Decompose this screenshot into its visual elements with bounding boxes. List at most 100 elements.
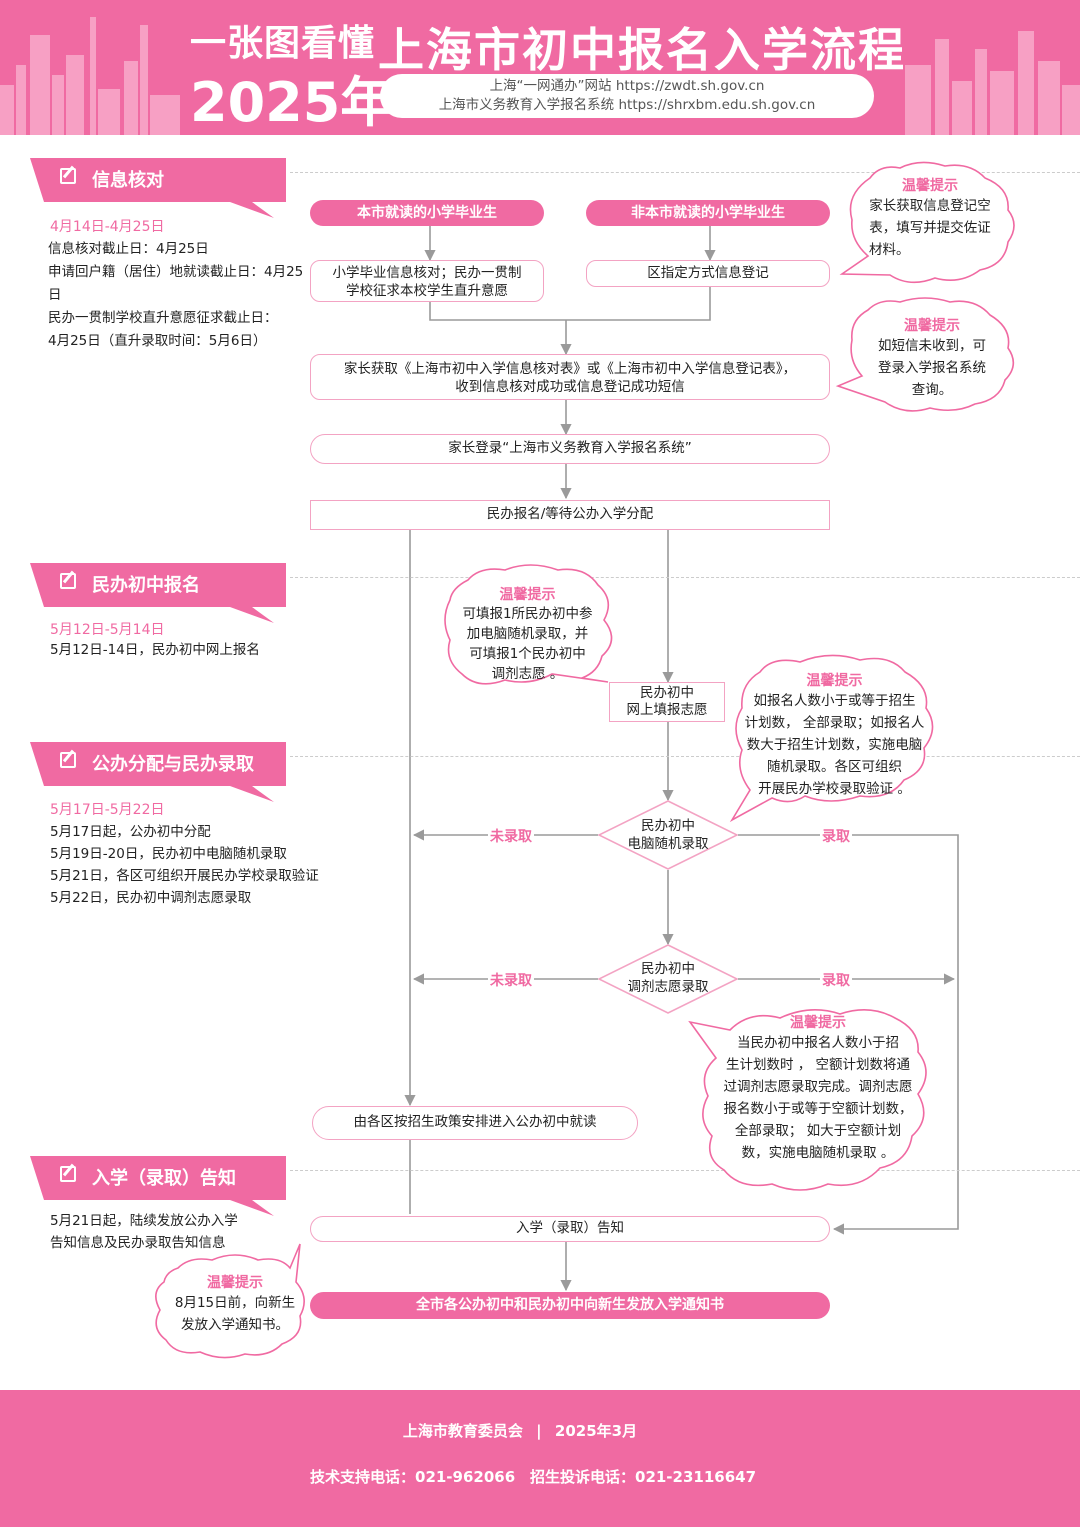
footer-date: 2025年3月 (554, 1422, 638, 1440)
note-line: 申请回户籍（居住）地就读截止日：4月25日 (48, 264, 304, 303)
tip-line: 数，实施电脑随机录取 。 (741, 1145, 895, 1161)
tip-line: 8月15日前，向新生 (174, 1295, 296, 1311)
footer-complaint-phone: 招生投诉电话：021-23116647 (530, 1468, 757, 1486)
label-admitted: 录取 (820, 970, 852, 990)
tab-shape (30, 563, 286, 623)
flow-adjust-diamond (598, 944, 738, 1014)
tip-title: 温馨提示 (207, 1275, 263, 1291)
flow-notice: 入学（录取）告知 (310, 1216, 830, 1242)
flow-adjust-label: 民办初中 调剂志愿录取 (598, 960, 738, 996)
flow-text-line: 民办初中 (641, 961, 695, 977)
tip-5: 温馨提示 当民办初中报名人数小于招 生计划数时 ， 空额计划数将通 过调剂志愿录… (712, 1012, 924, 1164)
header-banner: 一张图看懂 2025年 上海市初中报名入学流程 上海“一网通办”网站 https… (0, 0, 1080, 135)
tip-title: 温馨提示 (904, 318, 960, 334)
tip-line: 开展民办学校录取验证 。 (758, 781, 911, 797)
tip-6: 温馨提示 8月15日前，向新生 发放入学通知书。 (165, 1272, 305, 1336)
note-line: 5月17日起，公办初中分配 (50, 824, 211, 840)
section-date: 4月14日-4月25日 (50, 219, 165, 235)
tip-line: 登录入学报名系统 (878, 360, 986, 376)
tip-bubble-4 (729, 654, 934, 823)
note-line: 信息核对截止日：4月25日 (48, 241, 209, 257)
flow-text-line: 家长获取《上海市初中入学信息核对表》或《上海市初中入学信息登记表》， (343, 361, 797, 377)
tip-2: 温馨提示 如短信未收到，可 登录入学报名系统 查询。 (862, 315, 1002, 401)
note-line: 5月22日，民办初中调剂志愿录取 (50, 890, 252, 906)
section-tab-notice: 入学（录取）告知 (30, 1156, 286, 1216)
flow-info-verify: 小学毕业信息核对；民办一贯制 学校征求本校学生直升意愿 (310, 260, 544, 302)
section-title: 入学（录取）告知 (92, 1168, 236, 1189)
tip-bubble-1 (839, 161, 1015, 284)
note-line: 5月21日起，陆续发放公办入学 (50, 1213, 238, 1229)
footer: 上海市教育委员会 | 2025年3月 技术支持电话：021-962066 招生投… (0, 1390, 1080, 1527)
tip-line: 材料。 (869, 242, 910, 258)
url-zwdt[interactable]: 上海“一网通办”网站 https://zwdt.sh.gov.cn (489, 78, 765, 94)
footer-org: 上海市教育委员会 (402, 1422, 523, 1440)
note-line: 4月25日（直升录取时间：5月6日） (48, 333, 267, 349)
section-tab-private-enroll: 民办初中报名 (30, 563, 286, 623)
section-title: 公办分配与民办录取 (92, 754, 254, 775)
tip-title: 温馨提示 (790, 1015, 846, 1031)
edit-icon (60, 573, 76, 589)
tip-line: 查询。 (911, 382, 953, 398)
tip-line: 数大于招生计划数，实施电脑 (746, 737, 923, 753)
tip-line: 家长获取信息登记空 (869, 198, 991, 214)
section-notes: 5月12日-14日，民办初中网上报名 (50, 639, 310, 662)
edit-icon (60, 752, 76, 768)
footer-org-line: 上海市教育委员会 | 2025年3月 (0, 1420, 1040, 1441)
flow-parent-login: 家长登录“上海市义务教育入学报名系统” (310, 434, 830, 464)
section-divider (290, 172, 1080, 173)
tip-bubble-6 (155, 1243, 305, 1359)
footer-separator: | (536, 1422, 542, 1440)
label-not-admitted: 未录取 (488, 970, 534, 990)
flow-text-line: 网上填报志愿 (626, 702, 708, 718)
tip-title: 温馨提示 (902, 178, 958, 194)
section-divider (290, 577, 1080, 578)
section-notes: 5月21日起，陆续发放公办入学 告知信息及民办录取告知信息 (50, 1210, 300, 1254)
section-notes: 信息核对截止日：4月25日 申请回户籍（居住）地就读截止日：4月25日 民办一贯… (48, 238, 313, 353)
tip-1: 温馨提示 家长获取信息登记空 表，填写并提交佐证 材料。 (855, 175, 1005, 261)
tip-title: 温馨提示 (499, 587, 556, 603)
footer-tech-phone: 技术支持电话：021-962066 (310, 1468, 516, 1486)
flow-info-register: 区指定方式信息登记 (586, 260, 830, 287)
section-date: 5月12日-5月14日 (50, 622, 165, 638)
tip-line: 报名数小于或等于空额计划数， (723, 1101, 913, 1117)
page-title: 上海市初中报名入学流程 (378, 23, 906, 77)
flow-text-line: 民办初中 (641, 818, 695, 834)
tip-4: 温馨提示 如报名人数小于或等于招生 计划数， 全部录取；如报名人 数大于招生计划… (742, 670, 927, 800)
note-line: 告知信息及民办录取告知信息 (50, 1235, 226, 1251)
url-box: 上海“一网通办”网站 https://zwdt.sh.gov.cn 上海市义务教… (380, 74, 874, 118)
tip-bubble-5 (688, 1009, 927, 1191)
url-shrxbm[interactable]: 上海市义务教育入学报名系统 https://shrxbm.edu.sh.gov.… (438, 97, 816, 113)
section-notes: 5月17日起，公办初中分配 5月19日-20日，民办初中电脑随机录取 5月21日… (50, 821, 350, 909)
section-date: 5月17日-5月22日 (50, 802, 165, 818)
section-title: 民办初中报名 (92, 575, 200, 596)
tip-bubble-2 (835, 297, 1015, 412)
flow-final-notice: 全市各公办初中和民办初中向新生发放入学通知书 (310, 1292, 830, 1319)
tip-line: 加电脑随机录取，并 (466, 626, 589, 642)
header-year: 2025年 (190, 71, 395, 134)
tip-bubbles (155, 161, 1015, 1359)
tab-shape (30, 1156, 286, 1216)
tip-line: 过调剂志愿录取完成。调剂志愿 (723, 1079, 913, 1095)
flow-parent-get-form: 家长获取《上海市初中入学信息核对表》或《上海市初中入学信息登记表》， 收到信息核… (310, 354, 830, 400)
section-title: 信息核对 (92, 170, 164, 191)
tip-line: 生计划数时 ， 空额计划数将通 (725, 1057, 911, 1073)
section-divider (290, 756, 1080, 757)
flow-text-line: 民办初中 (640, 685, 694, 701)
note-line: 5月21日，各区可组织开展民办学校录取验证 (50, 868, 319, 884)
tip-bubble-3 (444, 564, 613, 685)
note-line: 5月19日-20日，民办初中电脑随机录取 (50, 846, 287, 862)
flow-text-line: 调剂志愿录取 (627, 979, 709, 995)
flow-lottery-label: 民办初中 电脑随机录取 (598, 817, 738, 853)
flow-text-line: 小学毕业信息核对；民办一贯制 (332, 265, 522, 281)
section-tab-info-check: 信息核对 (30, 158, 286, 218)
flow-public-assign: 由各区按招生政策安排进入公办初中就读 (312, 1106, 638, 1140)
edit-icon (60, 168, 76, 184)
tip-line: 可填报1个民办初中 (469, 646, 586, 662)
note-line: 5月12日-14日，民办初中网上报名 (50, 642, 260, 658)
section-divider (290, 1170, 1080, 1171)
tip-line: 发放入学通知书。 (181, 1317, 289, 1333)
tip-line: 随机录取。各区可组织 (767, 759, 902, 775)
flow-online-apply: 民办初中 网上填报志愿 (609, 682, 725, 722)
tip-title: 温馨提示 (806, 673, 863, 689)
label-admitted: 录取 (820, 826, 852, 846)
